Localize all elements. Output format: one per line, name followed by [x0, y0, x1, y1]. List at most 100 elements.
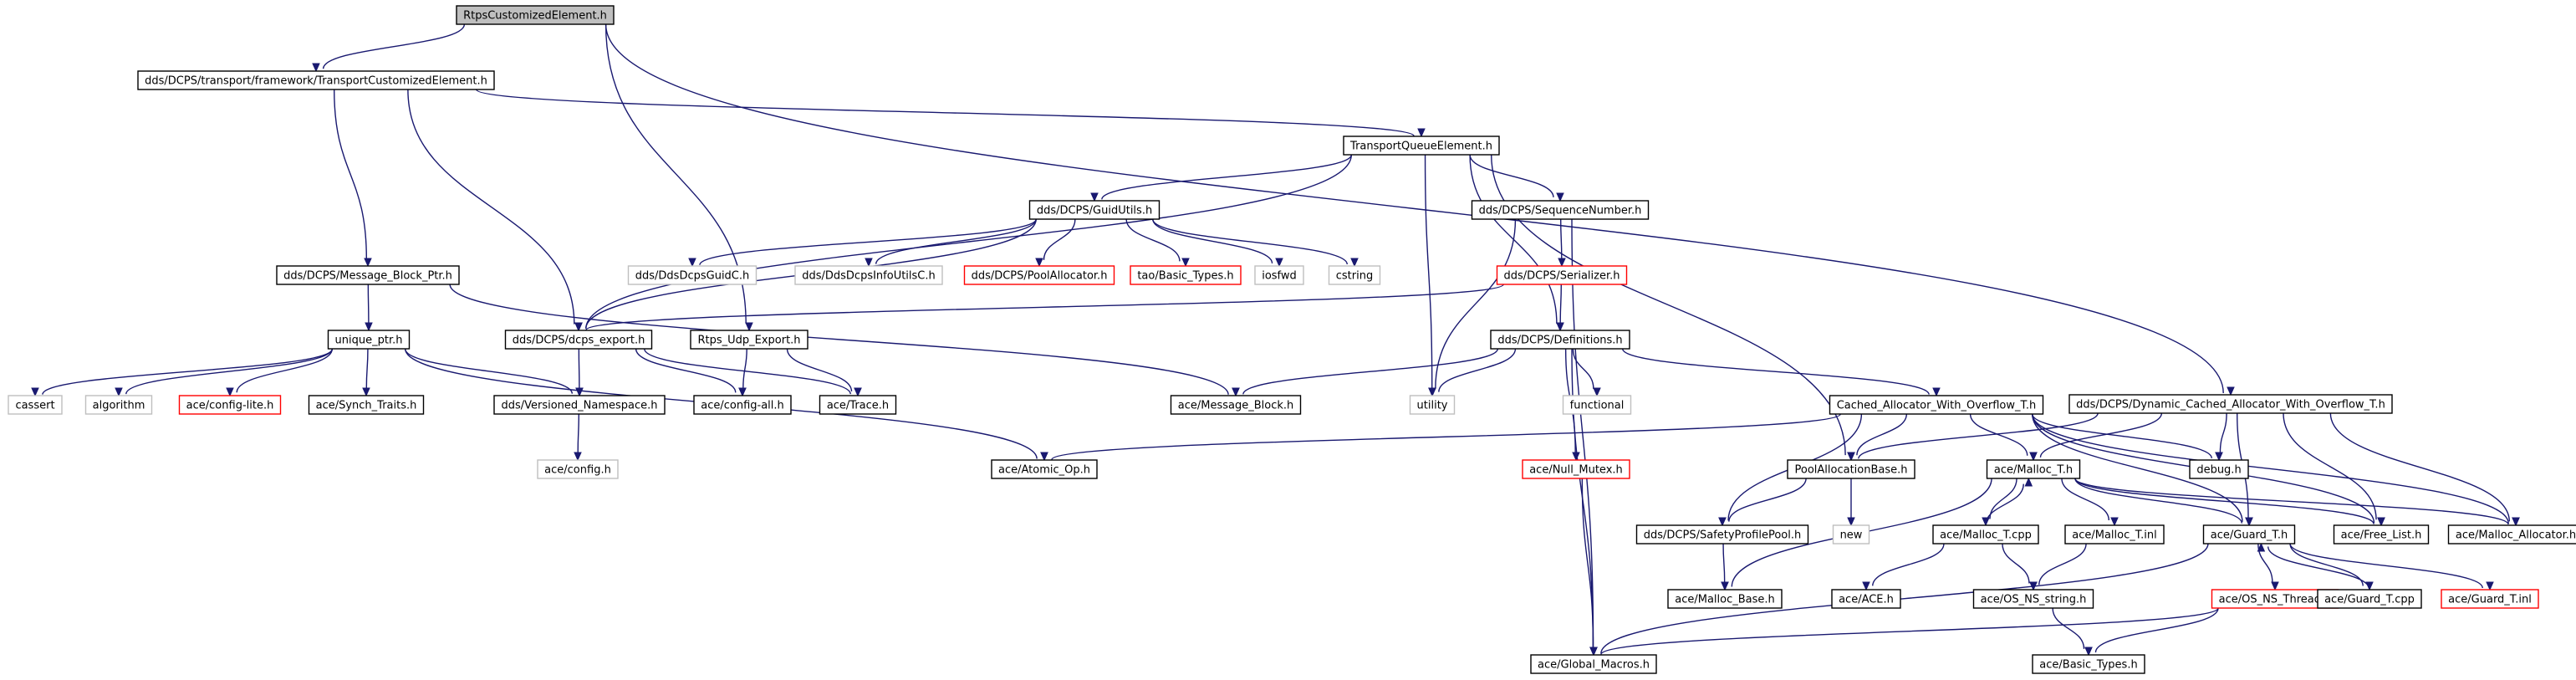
edge-arrowhead — [1718, 517, 1727, 527]
node-box — [693, 395, 792, 415]
graph-node-poolbase[interactable]: PoolAllocationBase.h — [1787, 459, 1915, 479]
graph-node-osns[interactable]: ace/OS_NS_string.h — [1972, 589, 2094, 609]
graph-node-ace[interactable]: ace/ACE.h — [1831, 589, 1901, 609]
edge-osnsthread-to-globalmacros — [1589, 607, 2219, 657]
graph-node-seq[interactable]: dds/DCPS/SequenceNumber.h — [1471, 200, 1650, 220]
node-box — [963, 265, 1115, 285]
graph-node-basictypes[interactable]: tao/Basic_Types.h — [1130, 265, 1242, 285]
edge-arrowhead — [865, 258, 873, 268]
edge-line — [742, 348, 747, 389]
graph-node-poolalloc[interactable]: dds/DCPS/PoolAllocator.h — [963, 265, 1115, 285]
graph-node-safety[interactable]: dds/DCPS/SafetyProfilePool.h — [1635, 524, 1809, 545]
graph-node-uptr[interactable]: unique_ptr.h — [327, 330, 411, 350]
edge-line — [2032, 413, 2509, 524]
edge-line — [2002, 543, 2030, 584]
edge-serializer-to-defs — [1556, 284, 1564, 332]
graph-node-new[interactable]: new — [1832, 524, 1870, 545]
edge-rtpsudp-to-trace — [786, 348, 862, 397]
graph-node-guardtcpp[interactable]: ace/Guard_T.cpp — [2317, 589, 2422, 609]
graph-node-freelist[interactable]: ace/Free_List.h — [2333, 524, 2430, 545]
graph-node-mallocbase[interactable]: ace/Malloc_Base.h — [1667, 589, 1783, 609]
graph-node-guardt[interactable]: ace/Guard_T.h — [2202, 524, 2296, 545]
graph-node-globalmacros[interactable]: ace/Global_Macros.h — [1530, 654, 1657, 674]
edge-tce-to-mbp — [334, 89, 372, 268]
graph-node-tqe[interactable]: TransportQueueElement.h — [1343, 135, 1500, 156]
graph-node-synch[interactable]: ace/Synch_Traits.h — [308, 395, 425, 415]
graph-node-cstring[interactable]: cstring — [1328, 265, 1381, 285]
edge-seq-to-utility — [1428, 218, 1517, 397]
graph-node-rtpsudp[interactable]: Rtps_Udp_Export.h — [690, 330, 809, 350]
graph-node-tce[interactable]: dds/DCPS/transport/framework/TransportCu… — [137, 70, 495, 90]
node-box — [1972, 589, 2094, 609]
edge-line — [2074, 478, 2375, 524]
edge-line — [577, 413, 579, 453]
edge-arrowhead — [1847, 517, 1855, 527]
node-label: ace/ACE.h — [1839, 594, 1894, 606]
edge-poolbase-to-safety — [1718, 478, 1807, 527]
edge-line — [1858, 412, 2099, 459]
graph-node-malloctcpp[interactable]: ace/Malloc_T.cpp — [1932, 524, 2039, 545]
graph-node-msgblock[interactable]: ace/Message_Block.h — [1170, 395, 1302, 415]
edge-line — [42, 348, 334, 395]
edge-line — [875, 218, 1037, 264]
graph-node-infoutils[interactable]: dds/DdsDcpsInfoUtilsC.h — [794, 265, 943, 285]
graph-node-versioned[interactable]: dds/Versioned_Namespace.h — [493, 395, 666, 415]
graph-node-guid[interactable]: dds/DCPS/GuidUtils.h — [1028, 200, 1160, 220]
graph-node-serializer[interactable]: dds/DCPS/Serializer.h — [1496, 265, 1628, 285]
graph-node-configall[interactable]: ace/config-all.h — [693, 395, 792, 415]
edge-arrowhead — [226, 387, 234, 397]
edge-line — [2032, 413, 2243, 522]
graph-node-debug[interactable]: debug.h — [2189, 459, 2249, 479]
edge-arrowhead — [2029, 452, 2038, 462]
graph-node-basictypesace[interactable]: ace/Basic_Types.h — [2032, 654, 2145, 674]
edge-line — [1989, 478, 2017, 519]
edge-guid-to-poolalloc — [1035, 218, 1076, 268]
edge-mallocinl-to-osns — [2029, 543, 2087, 591]
graph-node-atomic[interactable]: ace/Atomic_Op.h — [991, 459, 1098, 479]
edge-line — [2283, 412, 2377, 520]
edge-arrowhead — [745, 322, 753, 332]
edge-line — [644, 348, 851, 395]
graph-node-trace[interactable]: ace/Trace.h — [819, 395, 897, 415]
edge-arrowhead — [312, 63, 320, 73]
graph-node-mbp[interactable]: dds/DCPS/Message_Block_Ptr.h — [276, 265, 460, 285]
node-label: ace/Message_Block.h — [1178, 400, 1294, 412]
graph-node-guardtinl[interactable]: ace/Guard_T.inl — [2441, 589, 2539, 609]
edge-arrowhead — [2215, 452, 2223, 462]
graph-node-mallocalloc[interactable]: ace/Malloc_Allocator.h — [2447, 524, 2576, 545]
node-label: ace/Global_Macros.h — [1538, 659, 1650, 672]
graph-node-osnsthread[interactable]: ace/OS_NS_Thread.h — [2211, 589, 2339, 609]
graph-node-aceconfig[interactable]: ace/config.h — [537, 459, 619, 479]
edge-line — [2038, 543, 2087, 585]
node-box — [84, 395, 153, 415]
graph-node-mallocinl[interactable]: ace/Malloc_T.inl — [2064, 524, 2165, 545]
node-box — [1328, 265, 1381, 285]
node-box — [1496, 265, 1628, 285]
graph-node-malloct[interactable]: ace/Malloc_T.h — [1986, 459, 2081, 479]
node-label: dds/DCPS/Definitions.h — [1497, 335, 1622, 347]
graph-node-defs[interactable]: dds/DCPS/Definitions.h — [1490, 330, 1630, 350]
edge-guardtcpp-to-guardt — [2257, 542, 2370, 591]
graph-node-configlite[interactable]: ace/config-lite.h — [178, 395, 282, 415]
graph-node-utility[interactable]: utility — [1409, 395, 1456, 415]
graph-node-algorithm[interactable]: algorithm — [84, 395, 153, 415]
graph-node-root[interactable]: RtpsCustomizedElement.h — [456, 5, 615, 25]
edge-arrowhead — [1556, 322, 1564, 332]
graph-node-caowt[interactable]: Cached_Allocator_With_Overflow_T.h — [1829, 395, 2044, 415]
graph-node-dcae[interactable]: dds/DCPS/Dynamic_Cached_Allocator_With_O… — [2068, 394, 2393, 414]
graph-node-nullmutex[interactable]: ace/Null_Mutex.h — [1522, 459, 1630, 479]
graph-node-dcpsexp[interactable]: dds/DCPS/dcps_export.h — [504, 330, 653, 350]
graph-node-functional[interactable]: functional — [1562, 395, 1632, 415]
graph-node-iosfwd[interactable]: iosfwd — [1254, 265, 1304, 285]
node-box — [794, 265, 943, 285]
node-box — [327, 330, 411, 350]
node-box — [456, 5, 615, 25]
edge-arrowhead — [1589, 647, 1598, 657]
graph-node-guidc[interactable]: dds/DdsDcpsGuidC.h — [627, 265, 757, 285]
edge-tce-to-tqe — [476, 89, 1426, 138]
edge-uptr-to-algorithm — [115, 348, 334, 397]
edge-poolbase-to-new — [1847, 478, 1855, 527]
edge-line — [2219, 412, 2227, 453]
node-box — [178, 395, 282, 415]
graph-node-cassert[interactable]: cassert — [8, 395, 63, 415]
